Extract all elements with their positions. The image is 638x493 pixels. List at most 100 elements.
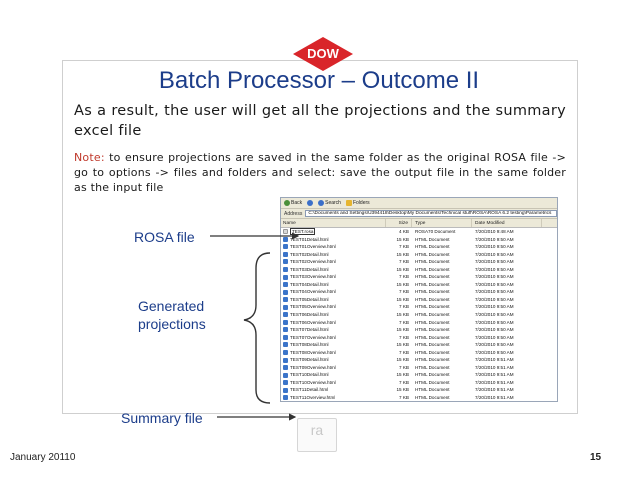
column-header-date[interactable]: Date Modified [472, 219, 542, 227]
html-file-icon [283, 395, 288, 401]
file-name: TEST02Overview.html [290, 259, 336, 265]
file-date: 7/20/2010 9:51 AM [475, 364, 514, 370]
file-date: 7/20/2010 9:50 AM [475, 266, 514, 272]
file-date: 7/20/2010 9:50 AM [475, 281, 514, 287]
file-date: 7/20/2010 9:50 AM [475, 274, 514, 280]
file-type: HTML Document [415, 266, 450, 272]
dow-logo-diamond [293, 37, 353, 71]
file-date: 7/20/2010 9:50 AM [475, 334, 514, 340]
address-bar: Address C:\Documents and Settings\U39441… [281, 209, 557, 219]
file-size: 7 KB [399, 259, 409, 265]
file-size: 15 KB [396, 387, 409, 393]
file-type: HTML Document [415, 251, 450, 257]
file-type: HTML Document [415, 387, 450, 393]
file-name: TEST01Overview.html [290, 244, 336, 250]
file-name-cell: TEST11Overview.html [281, 394, 386, 401]
html-file-icon [283, 342, 288, 348]
callout-summary-file: Summary file [121, 410, 203, 426]
file-date: 7/20/2010 9:51 AM [475, 395, 514, 401]
file-name-cell: TEST07Overview.html [281, 334, 386, 342]
html-file-icon [283, 372, 288, 378]
search-icon [318, 200, 325, 206]
column-header-size[interactable]: Size [386, 219, 412, 227]
search-button[interactable]: Search [318, 200, 341, 206]
file-type: HTML Document [415, 281, 450, 287]
file-list-header: Name Size Type Date Modified [281, 219, 557, 228]
file-name-cell: TEST07Detail.html [281, 326, 386, 334]
file-date: 7/20/2010 9:51 AM [475, 387, 514, 393]
file-size: 7 KB [399, 379, 409, 385]
file-size: 15 KB [396, 327, 409, 333]
file-size: 15 KB [396, 342, 409, 348]
file-date: 7/20/2010 9:50 AM [475, 296, 514, 302]
file-row[interactable]: TEST11Detail.html 15 KB HTML Document 7/20/… [281, 386, 557, 394]
folders-button[interactable]: Folders [345, 200, 370, 206]
file-name-cell: TEST05Detail.html [281, 296, 386, 304]
footer-date: January 20110 [10, 452, 76, 463]
file-row[interactable]: TEST04Detail.html 15 KB HTML Document 7/20/… [281, 281, 557, 289]
file-size: 15 KB [396, 281, 409, 287]
html-file-icon [283, 267, 288, 272]
back-button[interactable]: Back [284, 200, 302, 206]
file-type: HTML Document [415, 372, 450, 378]
file-name-cell: TEST10Detail.html [281, 371, 386, 379]
file-name: TEST06Overview.html [290, 319, 336, 325]
file-type: HTML Document [415, 312, 450, 318]
html-file-icon [283, 319, 288, 325]
callout-generated-projections: Generated projections [138, 298, 206, 332]
html-file-icon [283, 251, 288, 257]
file-name-cell: TEST02Detail.html [281, 251, 386, 259]
file-name: TEST10Detail.html [290, 372, 329, 378]
address-label: Address [284, 210, 303, 217]
file-size: 15 KB [396, 357, 409, 363]
forward-arrow-icon[interactable] [307, 200, 314, 206]
file-size: 7 KB [399, 349, 409, 355]
file-name-cell: TEST01Overview.html [281, 243, 386, 251]
file-size: 15 KB [396, 266, 409, 272]
file-name: TEST08Overview.html [290, 349, 336, 355]
file-date: 7/20/2010 9:50 AM [475, 319, 514, 325]
html-file-icon [283, 327, 288, 333]
column-header-type[interactable]: Type [412, 219, 472, 227]
file-row[interactable]: TEST07Overview.html 7 KB HTML Document 7/20… [281, 334, 557, 342]
file-size: 7 KB [399, 304, 409, 310]
file-size: 15 KB [396, 372, 409, 378]
file-name: TEST11Overview.html [290, 395, 336, 401]
address-input[interactable]: C:\Documents and Settings\U394418\Deskto… [305, 210, 557, 217]
file-name: TEST11Detail.html [290, 387, 329, 393]
column-header-name[interactable]: Name [281, 219, 386, 227]
file-date: 7/20/2010 9:50 AM [475, 327, 514, 333]
slide-title: Batch Processor – Outcome II [158, 67, 480, 94]
file-name: TEST02Detail.html [290, 251, 329, 257]
file-size: 7 KB [399, 334, 409, 340]
file-type: HTML Document [415, 379, 450, 385]
file-name: TEST04Overview.html [290, 289, 336, 295]
html-file-icon [283, 387, 288, 393]
file-size: 7 KB [399, 364, 409, 370]
file-name-cell: TEST04Detail.html [281, 281, 386, 289]
file-type: HTML Document [415, 296, 450, 302]
file-type: HTML Document [415, 334, 450, 340]
file-date: 7/20/2010 9:50 AM [475, 342, 514, 348]
file-type: HTML Document [415, 342, 450, 348]
